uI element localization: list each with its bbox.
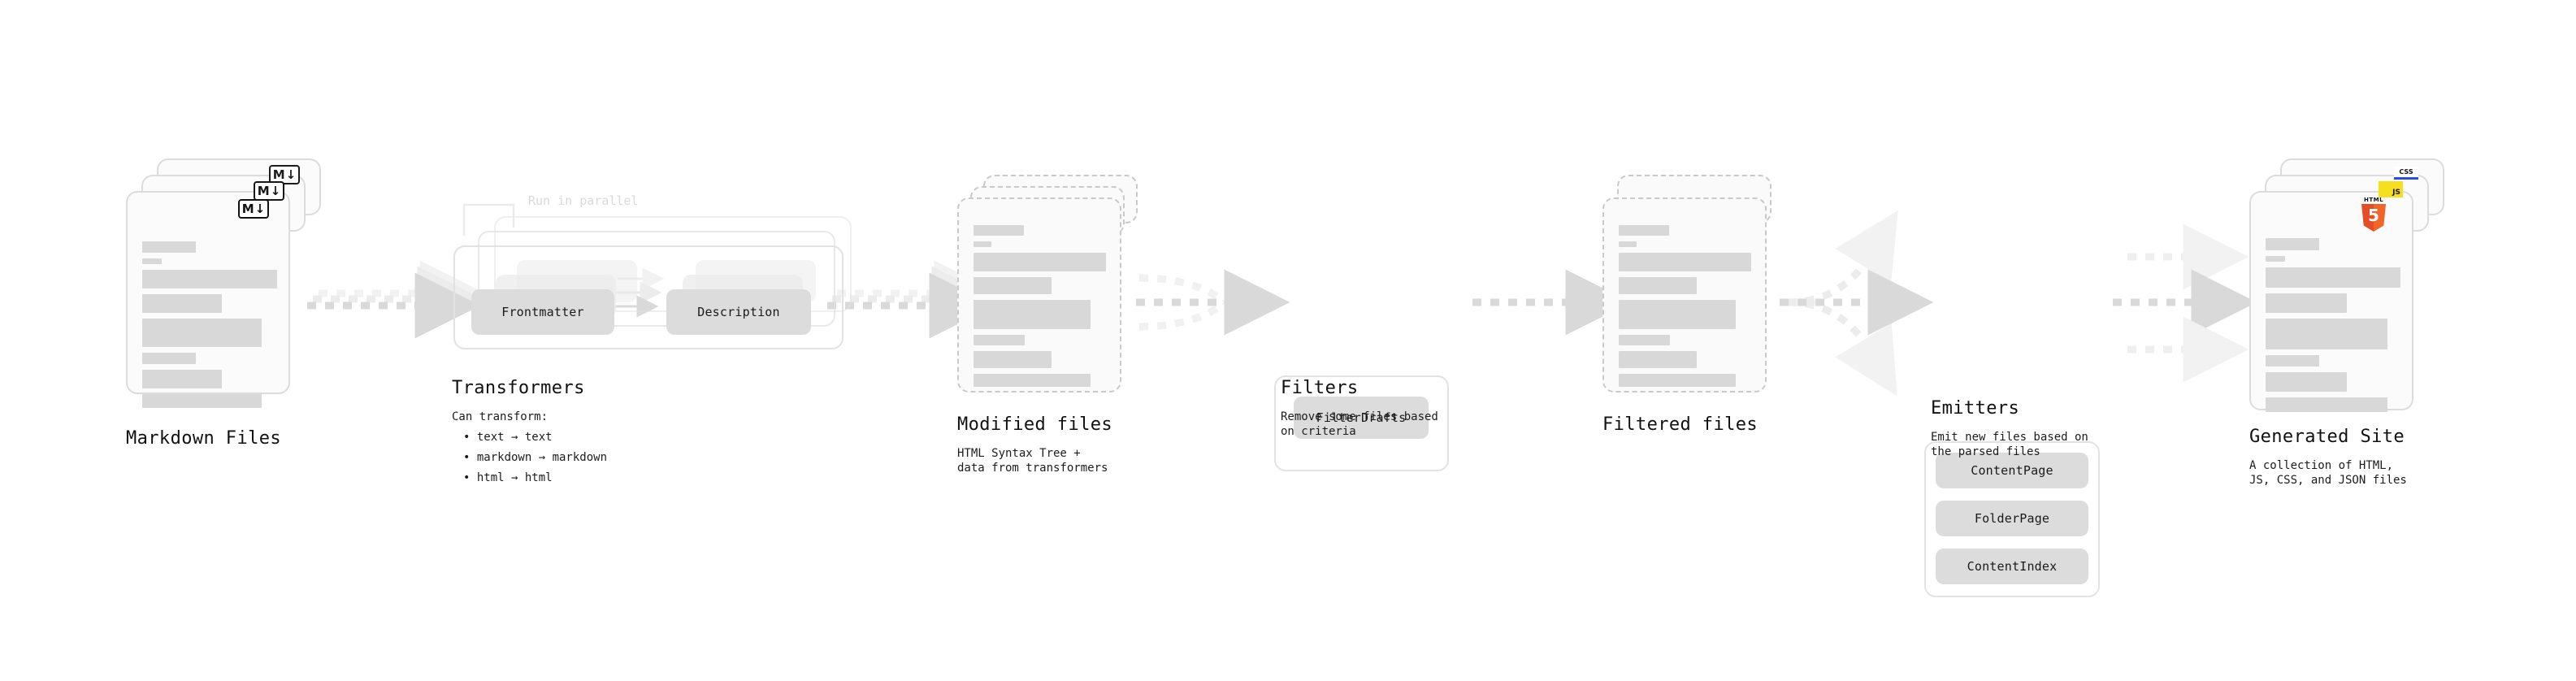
content-line [974,300,1091,329]
connector-emitters-to-site [2113,223,2257,383]
content-line [142,241,196,253]
content-line [1619,253,1751,271]
stage-title-filters: Filters [1281,378,1359,398]
stage-caption-emitters: Emit new files based on the parsed files [1931,431,2088,458]
file-sheet-front [957,197,1121,393]
emitter-pill-contentpage[interactable]: ContentPage [1936,453,2088,488]
content-line [142,319,262,347]
html5-icon: HTML 5 [2360,197,2387,232]
content-line [142,294,222,313]
filters-group-box [1274,375,1449,471]
content-line [974,241,991,247]
content-line [1619,241,1637,247]
content-line [974,277,1052,294]
file-sheet-front [126,191,290,408]
stage-filters: FilterDrafts [1274,375,1449,471]
stage-title-markdown-files: Markdown Files [126,428,282,449]
file-content-lines [1619,225,1754,393]
content-line [974,374,1091,387]
transformer-group-front [453,245,843,349]
content-line [2266,397,2387,412]
content-line [974,253,1106,271]
content-line [2266,238,2319,250]
connector-modified-to-filters [1136,269,1290,336]
content-line [974,335,1025,345]
transformer-bullet-0: • text → text [463,431,553,444]
transformer-pill-description[interactable]: Description [666,289,811,335]
file-content-lines [142,241,277,414]
emitter-pill-folderpage[interactable]: FolderPage [1936,501,2088,536]
transformer-bullet-2: • html → html [463,471,553,484]
markdown-icon: M↓ [238,199,269,219]
content-line [974,225,1024,236]
content-line [2266,355,2319,367]
content-line [142,258,162,264]
css3-icon: CSS [2394,167,2418,180]
content-line [1619,351,1697,368]
run-in-parallel-annotation: Run in parallel [528,193,639,208]
filter-pill-filterdrafts[interactable]: FilterDrafts [1294,397,1429,439]
stage-title-emitters: Emitters [1931,398,2020,419]
stage-title-filtered-files: Filtered files [1602,414,1759,435]
stage-emitters: ContentPage FolderPage ContentIndex [1924,441,2100,597]
file-sheet-front [2249,191,2413,412]
content-line [2266,293,2347,313]
file-content-lines [974,225,1108,393]
emitter-pill-contentindex[interactable]: ContentIndex [1936,549,2088,584]
stage-caption-modified-files: HTML Syntax Tree + data from transformer… [957,447,1108,475]
transformer-pill-frontmatter[interactable]: Frontmatter [471,289,614,335]
content-line [2266,256,2285,262]
stage-title-transformers: Transformers [452,378,585,398]
transformer-group-back-1 [478,231,835,327]
stage-caption-transformers: Can transform: [452,410,549,423]
content-line [142,370,222,388]
content-line [974,351,1052,368]
content-line [1619,225,1669,236]
transformer-bullet-1: • markdown → markdown [463,451,608,464]
stage-caption-generated-site: A collection of HTML, JS, CSS, and JSON … [2249,459,2407,487]
file-content-lines [2266,238,2400,418]
content-line [2266,319,2387,349]
stage-caption-filters: Remove some files based on criteria [1281,410,1438,438]
file-sheet-front [1602,197,1767,393]
content-line [1619,374,1736,387]
connector-filtered-to-emitters [1780,210,1934,397]
emitters-group-box [1924,441,2100,597]
content-line [142,270,277,288]
content-line [2266,267,2400,288]
content-line [1619,335,1670,345]
stage-title-generated-site: Generated Site [2249,427,2405,447]
content-line [2266,372,2347,392]
content-line [1619,277,1697,294]
content-line [142,394,262,408]
content-line [1619,300,1736,329]
javascript-icon: JS [2379,181,2403,197]
connector-md-to-transformers [307,260,486,339]
stage-transformers: Frontmatter Description [445,216,852,349]
stage-title-modified-files: Modified files [957,414,1113,435]
content-line [142,353,196,364]
markdown-icon-back-1: M↓ [254,181,284,201]
markdown-icon-back-2: M↓ [269,165,300,184]
